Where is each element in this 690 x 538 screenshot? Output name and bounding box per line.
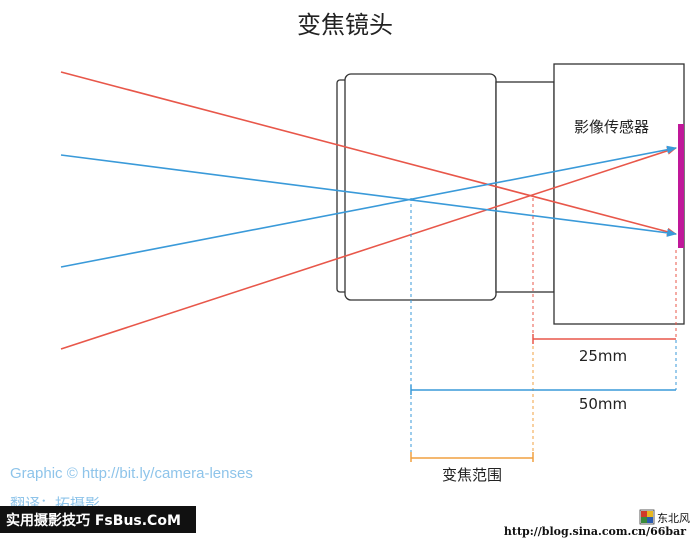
- brand-name: 东北风: [657, 512, 690, 525]
- watermark-banner-text: 实用摄影技巧 FsBus.CoM: [6, 512, 181, 529]
- zoom-range-bracket: [410, 452, 534, 462]
- brand-logo-icon: [639, 509, 655, 525]
- blog-url: http://blog.sina.com.cn/66bar: [504, 525, 686, 538]
- page-title: 变焦镜头: [297, 11, 393, 39]
- blue-ray-top: [60, 154, 677, 237]
- short-focal-dimension: [532, 334, 676, 344]
- sensor-label: 影像传感器: [574, 118, 649, 136]
- short-focal-label: 25mm: [579, 347, 627, 365]
- blue-ray-bottom: [60, 145, 677, 268]
- long-focal-dimension: [410, 385, 676, 395]
- image-sensor: [678, 124, 684, 248]
- watermark-banner: [0, 506, 196, 533]
- long-focal-label: 50mm: [579, 395, 627, 413]
- graphic-credit: Graphic © http://bit.ly/camera-lenses: [10, 465, 253, 482]
- red-ray-bottom: [60, 146, 677, 350]
- lens-mid-barrel: [495, 81, 555, 293]
- camera-body: [553, 63, 685, 325]
- red-ray-top: [60, 71, 677, 236]
- zoom-range-label: 变焦范围: [442, 466, 502, 484]
